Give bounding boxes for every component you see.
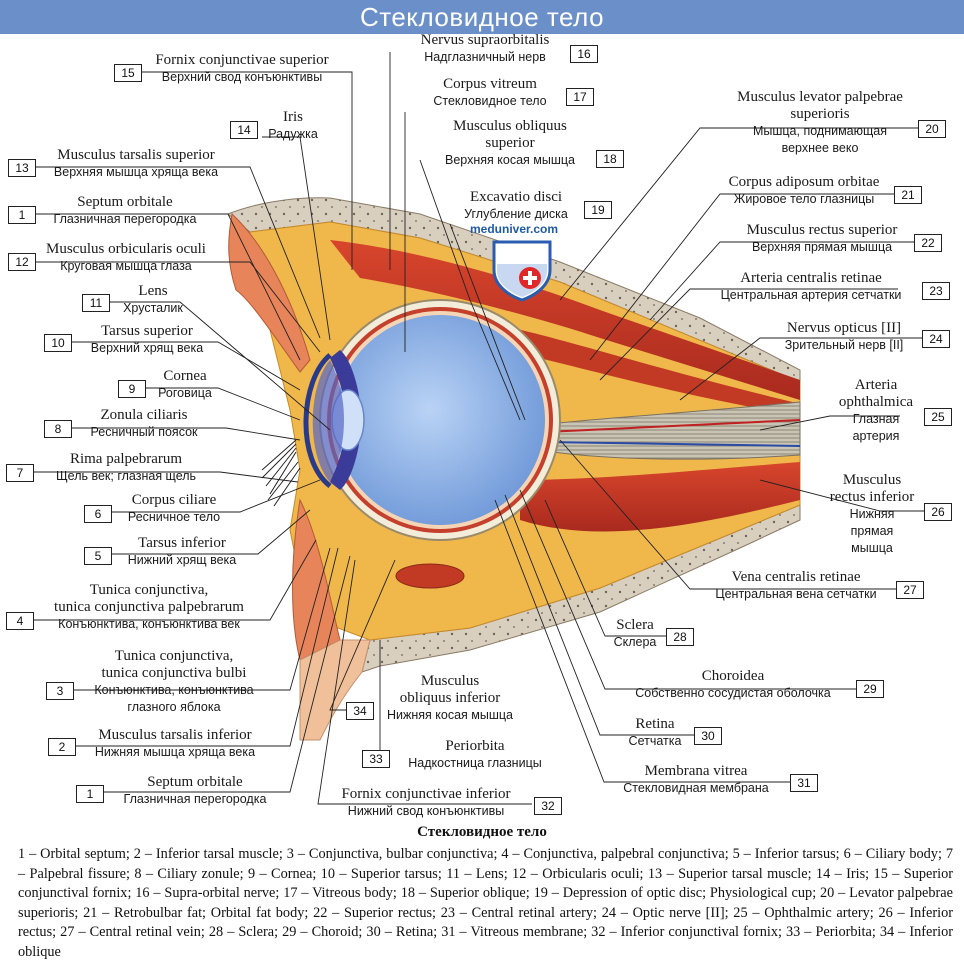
label-num-33: 33 [362, 750, 390, 768]
label-num-16: 16 [570, 45, 598, 63]
anterior-chamber [312, 360, 344, 482]
page-title: Стекловидное тело [359, 2, 605, 32]
label-num-14: 14 [230, 121, 258, 139]
label-num-15: 15 [114, 64, 142, 82]
superior-rectus-band [470, 320, 800, 416]
label-num-19: 19 [584, 201, 612, 219]
label-num-3: 3 [46, 682, 74, 700]
label-num-18: 18 [596, 150, 624, 168]
label-num-6: 6 [84, 505, 112, 523]
label-num-12: 12 [8, 253, 36, 271]
label-num-17: 17 [566, 88, 594, 106]
label-num-7: 7 [6, 464, 34, 482]
label-num-10: 10 [44, 334, 72, 352]
label-num-26: 26 [924, 503, 952, 521]
label-num-4: 4 [6, 612, 34, 630]
caption-title: Стекловидное тело [417, 824, 547, 840]
caption-legend: 1 – Orbital septum; 2 – Inferior tarsal … [18, 846, 953, 960]
label-num-5: 5 [84, 547, 112, 565]
label-24: Nervus opticus [II]Зрительный нерв [II] [784, 320, 904, 352]
label-3: Tunica conjunctiva,tunica conjunctiva bu… [94, 648, 254, 714]
meduniver-logo [492, 240, 552, 302]
label-num-28: 28 [666, 628, 694, 646]
inferior-oblique-section [395, 563, 465, 589]
label-num-1-bottom: 1 [76, 785, 104, 803]
cornea [303, 353, 332, 488]
label-num-27: 27 [896, 581, 924, 599]
label-num-29: 29 [856, 680, 884, 698]
upper-eyelid [228, 213, 311, 373]
label-num-11: 11 [82, 294, 110, 312]
label-num-32: 32 [534, 797, 562, 815]
label-num-22: 22 [914, 234, 942, 252]
title-bar: Стекловидное тело [0, 0, 964, 34]
label-num-34: 34 [346, 702, 374, 720]
leader-lines [34, 52, 946, 805]
label-num-31: 31 [790, 774, 818, 792]
label-num-21: 21 [894, 186, 922, 204]
label-num-20: 20 [918, 120, 946, 138]
label-num-8: 8 [44, 420, 72, 438]
label-num-9: 9 [118, 380, 146, 398]
superior-muscles [330, 240, 800, 400]
label-4: Tunica conjunctiva,tunica conjunctiva pa… [54, 582, 244, 631]
watermark-text: meduniver.com [470, 222, 559, 236]
label-num-30: 30 [694, 727, 722, 745]
inferior-rectus-band [520, 462, 800, 532]
vitreous-body [335, 315, 545, 525]
label-num-25: 25 [924, 408, 952, 426]
label-num-2: 2 [48, 738, 76, 756]
eyelashes [261, 439, 301, 507]
label-num-23: 23 [922, 282, 950, 300]
label-num-1-top: 1 [8, 206, 36, 224]
label-num-13: 13 [8, 159, 36, 177]
label-num-24: 24 [922, 330, 950, 348]
